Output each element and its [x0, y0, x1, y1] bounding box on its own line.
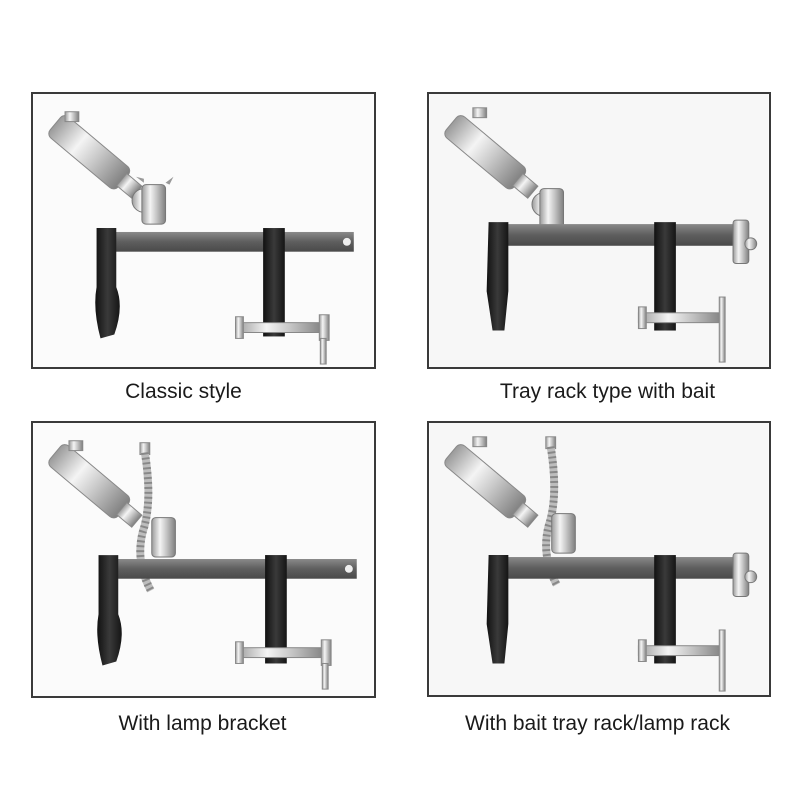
clamp-illustration	[429, 423, 769, 695]
product-image-bait-tray-and-lamp-rack	[427, 421, 771, 697]
caption-with-lamp-bracket: With lamp bracket	[118, 712, 287, 735]
product-image-with-lamp-bracket	[31, 421, 376, 698]
clamp-illustration	[33, 423, 374, 696]
caption-bait-tray-and-lamp-rack: With bait tray rack/lamp rack	[465, 712, 730, 735]
caption-tray-rack-with-bait: Tray rack type with bait	[499, 380, 716, 403]
clamp-illustration	[429, 94, 769, 367]
product-image-tray-rack-with-bait	[427, 92, 771, 369]
product-image-classic-style	[31, 92, 376, 369]
caption-classic-style: Classic style	[125, 380, 242, 403]
clamp-illustration	[33, 94, 374, 367]
